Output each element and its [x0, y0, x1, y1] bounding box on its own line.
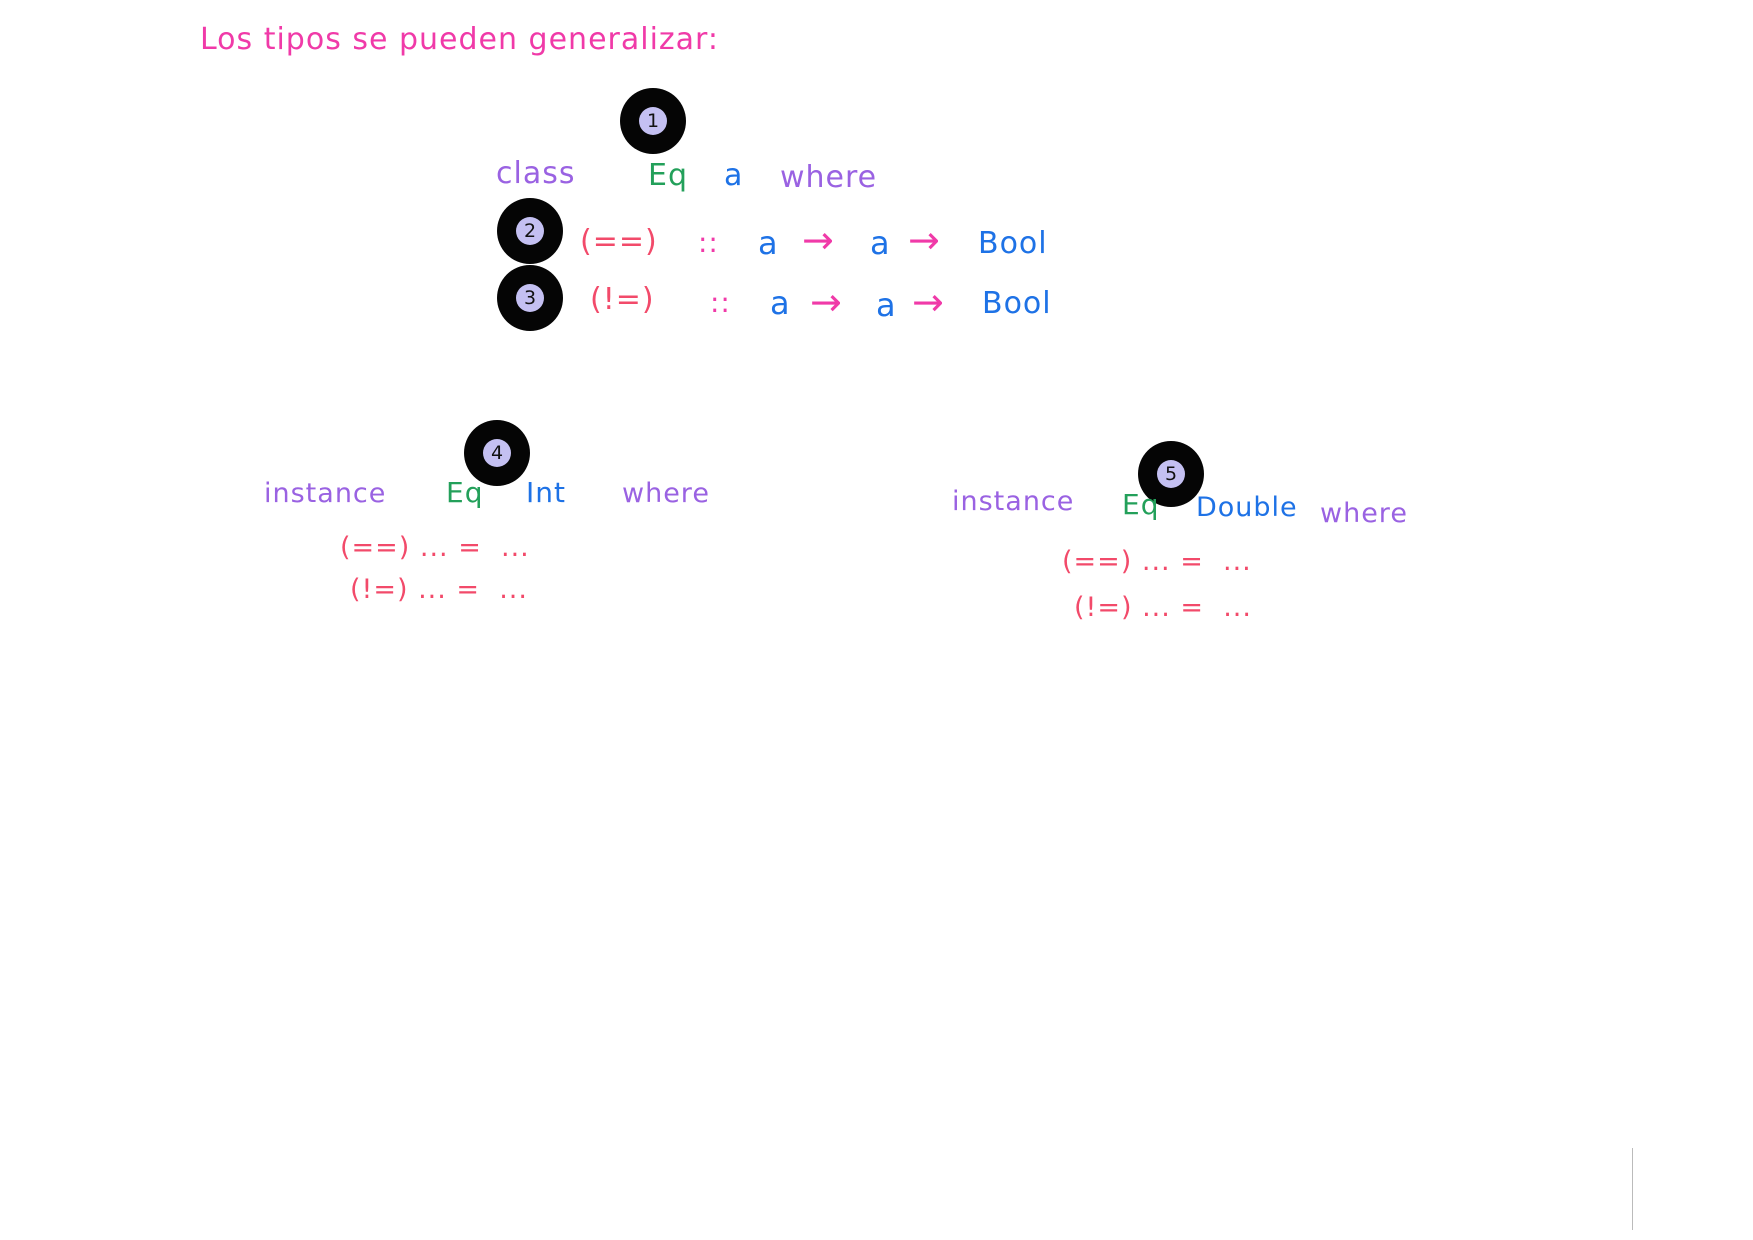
type-colons: ::	[698, 226, 719, 259]
keyword-instance: instance	[264, 478, 387, 509]
type-colons: ::	[710, 286, 731, 319]
badge-4: 4	[464, 420, 530, 486]
badge-3: 3	[497, 265, 563, 331]
arrow-icon: →	[912, 280, 945, 324]
heading-text: Los tipos se pueden generalizar:	[200, 22, 719, 57]
type-variable-a: a	[876, 286, 897, 324]
instance-int-eq-line: (==) ... = ...	[340, 532, 530, 563]
type-int: Int	[526, 476, 566, 509]
keyword-instance: instance	[952, 486, 1075, 517]
instance-double-eq-line: (==) ... = ...	[1062, 546, 1252, 577]
keyword-class: class	[496, 156, 576, 191]
operator-eq: (==)	[580, 224, 658, 259]
type-variable-a: a	[758, 224, 779, 262]
class-name-eq: Eq	[1122, 488, 1160, 521]
instance-double-neq-line: (!=) ... = ...	[1074, 592, 1252, 623]
badge-5: 5	[1138, 441, 1204, 507]
badge-number: 2	[516, 217, 544, 245]
keyword-where: where	[622, 478, 710, 509]
type-double: Double	[1196, 492, 1298, 523]
operator-neq: (!=)	[590, 282, 655, 317]
badge-number: 5	[1157, 460, 1185, 488]
arrow-icon: →	[908, 218, 941, 262]
keyword-where: where	[780, 160, 878, 195]
type-bool: Bool	[978, 226, 1048, 261]
keyword-where: where	[1320, 498, 1408, 529]
arrow-icon: →	[810, 280, 843, 324]
class-name-eq: Eq	[648, 158, 688, 193]
type-variable-a: a	[770, 284, 791, 322]
badge-1: 1	[620, 88, 686, 154]
badge-number: 3	[516, 284, 544, 312]
type-variable-a: a	[724, 158, 744, 193]
badge-2: 2	[497, 198, 563, 264]
badge-number: 4	[483, 439, 511, 467]
type-variable-a: a	[870, 224, 891, 262]
instance-int-neq-line: (!=) ... = ...	[350, 574, 528, 605]
page-edge-line	[1632, 1148, 1633, 1230]
class-name-eq: Eq	[446, 476, 484, 509]
type-bool: Bool	[982, 286, 1052, 321]
badge-number: 1	[639, 107, 667, 135]
arrow-icon: →	[802, 218, 835, 262]
